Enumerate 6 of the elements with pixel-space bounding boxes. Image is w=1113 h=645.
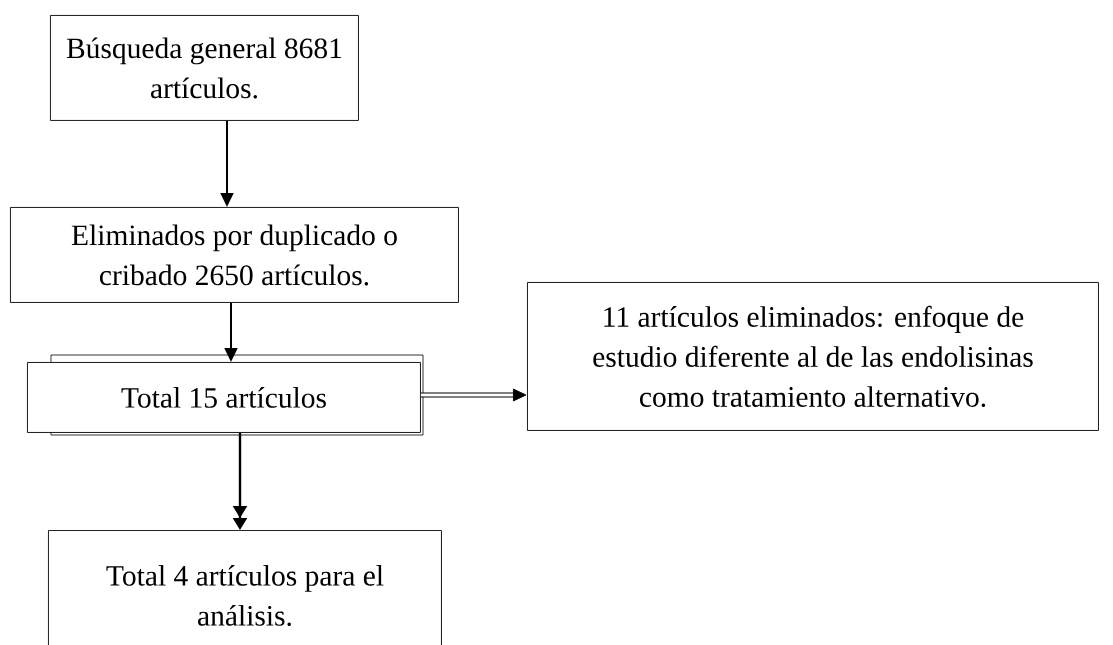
process-box: Total 4 artículos para el análisis. — [48, 530, 442, 645]
process-box: Búsqueda general 8681 artículos. — [50, 15, 359, 121]
process-box: 11 artículos eliminados: enfoque de estudio diferente al de las endolisinas como tratamiento alternativo. — [527, 282, 1099, 431]
arrow — [420, 388, 527, 402]
process-box: Total 15 artículos — [27, 354, 424, 436]
process-box: Eliminados por duplicado o cribado 2650 artículos. — [10, 207, 459, 303]
